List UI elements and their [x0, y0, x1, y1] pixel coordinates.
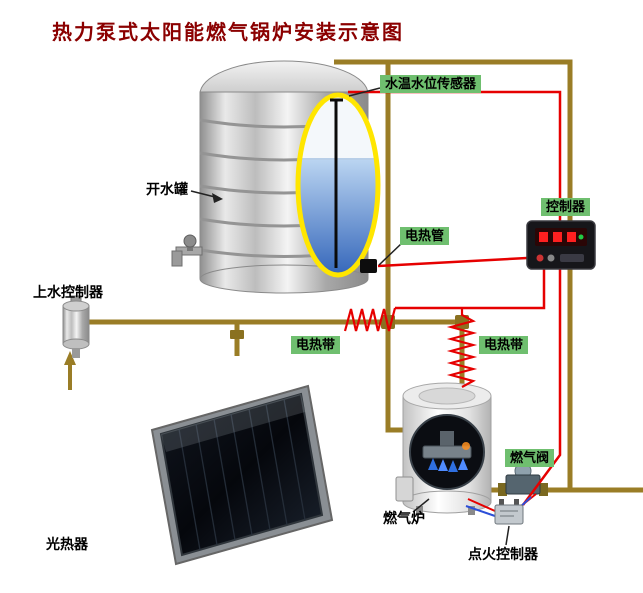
label-water-supply-controller: 上水控制器: [33, 284, 103, 300]
controller-button: [547, 254, 555, 262]
label-water-level-sensor: 水温水位传感器: [380, 75, 482, 94]
collector-glare: [161, 394, 305, 452]
ignition-controller-device: [494, 499, 524, 525]
label-hot-water-tank: 开水罐: [146, 181, 188, 197]
label-solar-collector: 光热器: [46, 536, 88, 552]
water-supply-controller-device: [62, 295, 90, 358]
wire-ignition-boiler-cold: [465, 505, 496, 517]
water-level-cutaway: [295, 92, 381, 278]
faucet: [171, 234, 203, 267]
gas-boiler: [395, 382, 492, 515]
label-gas-valve: 燃气阀: [505, 449, 555, 468]
label-heating-belt-right: 电热带: [479, 336, 529, 355]
label-heating-belt-left: 电热带: [291, 336, 341, 355]
pipe-top-right-loop: [334, 59, 573, 490]
label-gas-boiler: 燃气炉: [383, 510, 425, 526]
pipe-tank-riser: [385, 62, 404, 433]
inlet-arrow-head: [64, 351, 76, 365]
burner-flames: [428, 442, 470, 472]
solar-collector: [150, 384, 334, 566]
heating-belt-coil-left: [343, 307, 397, 332]
page-title: 热力泵式太阳能燃气锅炉安装示意图: [52, 22, 404, 44]
label-controller: 控制器: [541, 198, 591, 217]
water-tank: [171, 60, 381, 294]
controller-button: [536, 254, 544, 262]
wire-belt-feed: [395, 269, 546, 310]
wire-ignition: [521, 269, 562, 506]
electric-heater-tube: [360, 259, 377, 273]
label-electric-heater-tube: 电热管: [400, 227, 450, 246]
wire-ignition-boiler-hot: [467, 498, 496, 512]
collector-stripes: [178, 398, 306, 551]
heating-belt-coil-right: [446, 308, 478, 388]
controller-device: [526, 220, 596, 270]
gauge-ring: [295, 92, 381, 278]
pipework: [68, 59, 643, 493]
label-ignition-controller: 点火控制器: [468, 546, 538, 562]
pointer-arrow-head: [212, 193, 223, 203]
boiler-side-box: [395, 476, 414, 502]
wire-heater-tube: [377, 256, 528, 268]
